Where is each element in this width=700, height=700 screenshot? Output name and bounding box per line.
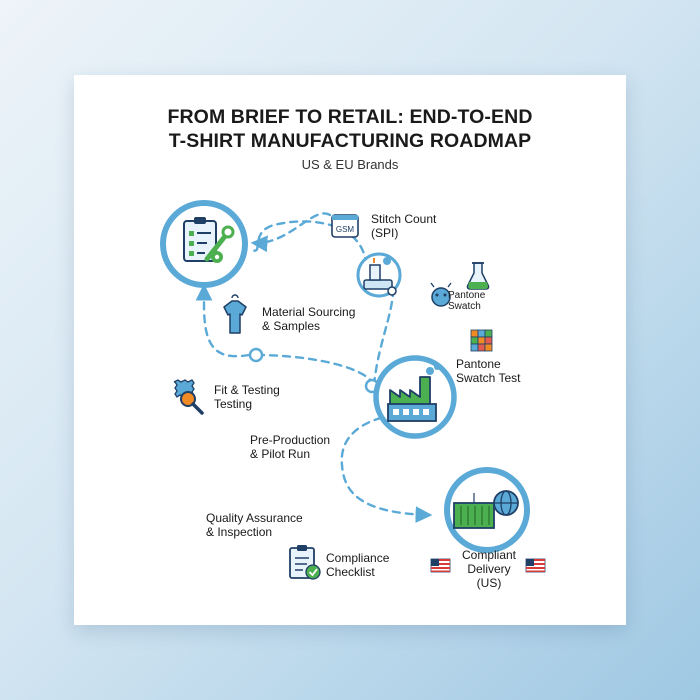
t-shirt-icon xyxy=(223,294,247,334)
path-segment-to-brief xyxy=(250,212,332,253)
container-globe-icon xyxy=(444,467,530,553)
path-segment-middle xyxy=(254,353,376,387)
path-segment-upper-left xyxy=(195,283,251,358)
us-flag-icon-right xyxy=(525,558,546,573)
subtitle: US & EU Brands xyxy=(301,157,399,172)
label-quality-assurance: Quality Assurance& Inspection xyxy=(206,511,303,539)
title-line-1: FROM BRIEF TO RETAIL: END-TO-END xyxy=(167,106,533,128)
label-material-sourcing: Material Sourcing& Samples xyxy=(262,305,356,333)
color-grid-icon xyxy=(470,329,493,352)
label-stitch-count: Stitch Count(SPI) xyxy=(371,212,437,240)
factory-icon xyxy=(373,355,457,439)
flask-icon xyxy=(466,262,490,290)
gsm-icon-text: GSM xyxy=(336,225,355,234)
roadmap-diagram: GSM xyxy=(160,200,546,580)
path-segment-down xyxy=(340,413,433,523)
checklist-wrench-icon xyxy=(160,200,248,288)
us-flag-icon xyxy=(430,558,451,573)
label-pre-production: Pre-Production& Pilot Run xyxy=(250,433,331,461)
gsm-tag-icon: GSM xyxy=(331,214,359,238)
compliance-checklist-icon xyxy=(289,545,321,580)
color-blob-icon xyxy=(430,282,452,307)
magnifier-swatch-icon xyxy=(173,379,204,415)
sewing-machine-icon xyxy=(356,252,402,298)
path-node-1 xyxy=(248,347,264,363)
roadmap-card: FROM BRIEF TO RETAIL: END-TO-END T-SHIRT… xyxy=(74,75,626,625)
title-line-2: T-SHIRT MANUFACTURING ROADMAP xyxy=(168,130,532,152)
